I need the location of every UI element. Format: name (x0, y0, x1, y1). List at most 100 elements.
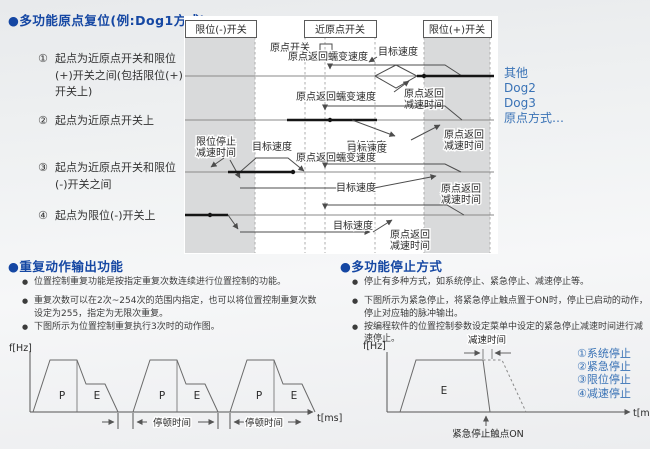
repeat-bullet: ● 重复次数可以在2次~254次的范围内指定，也可以将位置控制重复次数 (22, 295, 342, 307)
bullet-icon: ● (22, 297, 29, 305)
stop-bullet: ● 停止有多种方式，如系统停止、紧急停止、减速停止等。 (352, 276, 648, 288)
origin-switch-label: 原点开关 (270, 41, 310, 54)
creep-speed-label: 原点返回蠕变速度 (288, 50, 368, 63)
bullet-text: 停止有多种方式，如系统停止、紧急停止、减速停止等。 (364, 277, 590, 287)
p-segment-label: P (59, 390, 65, 402)
creep-speed-label: 原点返回蠕变速度 (296, 151, 376, 164)
target-speed-label: 目标速度 (336, 181, 376, 194)
case-line: 起点为近原点开关和限位 (55, 52, 176, 65)
origin-case-4: ④ 起点为限位(-)开关上 (38, 208, 156, 225)
stop-types-list: ①系统停止 ②紧急停止 ③限位停止 ④减速停止 (577, 347, 631, 400)
e-segment-label: E (441, 385, 448, 397)
return-decel-label: 减速时间 (404, 98, 444, 111)
stop-chart: f[Hz] t[ms] E 减速时间 紧急停止触点ON (363, 333, 650, 441)
origin-case-2: ② 起点为近原点开关上 (38, 113, 154, 130)
bullet-icon (352, 308, 364, 320)
bullet-text: 下图所示为紧急停止，将紧急停止触点置于ON时，停止已启动的动作， (364, 296, 648, 306)
other-method-item: 其他 (504, 66, 529, 80)
case1-profile: 原点开关 原点返回蠕变速度 目标速度 原点返回 减速时间 (269, 40, 494, 113)
bullet-text: 设定为255，指定为无限次重复。 (34, 309, 169, 319)
x-axis-label: t[ms] (633, 408, 650, 419)
bullet-icon: ● (22, 278, 29, 286)
return-decel-label: 原点返回 (441, 183, 481, 195)
case-number: ① (38, 52, 48, 65)
stop-bullet: ● 按编程软件的位置控制参数设定菜单中设定的紧急停止减速时间进行减速停止。 (352, 321, 648, 345)
near-origin-switch-label: 近原点开关 (315, 23, 365, 36)
repeat-bullet: ● 下图所示为位置控制重复执行3次时的动作图。 (22, 321, 342, 333)
e-segment-label: E (194, 390, 201, 402)
y-axis-label: f[Hz] (9, 343, 32, 354)
bullet-text: 按编程软件的位置控制参数设定菜单中设定的紧急停止减速时间进行减速停止。 (364, 322, 644, 344)
switch-header-boxes: 限位(-)开关 近原点开关 限位(+)开关 (185, 20, 492, 38)
case-line: 起点为近原点开关和限位 (55, 161, 176, 174)
other-method-item: Dog2 (504, 81, 536, 95)
pulse-trapezoids (32, 359, 316, 413)
bullet-text: 重复次数可以在2次~254次的范围内指定，也可以将位置控制重复次数 (34, 296, 317, 306)
repeat-section-title: ●重复动作输出功能 (8, 259, 124, 274)
creep-speed-label: 原点返回蠕变速度 (296, 90, 376, 103)
bullet-text: 下图所示为位置控制重复执行3次时的动作图。 (34, 322, 220, 332)
repeat-chart: f[Hz] t[ms] P E P E P E (9, 343, 342, 431)
decel-time-annotation (464, 349, 511, 359)
return-decel-label: 原点返回 (404, 88, 444, 100)
case-line: 起点为限位(-)开关上 (55, 209, 156, 222)
case-line: (+)开关之间(包括限位(+) (55, 68, 183, 82)
origin-case-1: ① 起点为近原点开关和限位 (+)开关之间(包括限位(+) 开关上) (38, 51, 183, 101)
target-speed-label: 目标速度 (333, 219, 373, 232)
return-decel-label: 原点返回 (390, 229, 430, 241)
case3-profile: 限位停止 减速时间 目标速度 目标速度 原点返回蠕变速度 目标速度 原点返回 减… (195, 134, 483, 208)
e-segment-label: E (94, 390, 101, 402)
stop-type-item: ④减速停止 (577, 386, 631, 400)
limit-minus-band (185, 37, 255, 253)
limit-stop-label: 减速时间 (196, 146, 236, 159)
bullet-icon: ● (352, 278, 359, 286)
return-decel-label: 原点返回 (444, 129, 484, 141)
stop-section-title: ●多功能停止方式 (340, 259, 443, 274)
pause-annotations (102, 413, 302, 429)
bullet-text: 停止对应轴的脉冲输出。 (364, 309, 464, 319)
repeat-bullet: ● 位置控制重复功能是按指定重复次数连续进行位置控制的功能。 (22, 276, 342, 288)
stop-bullet: 停止对应轴的脉冲输出。 (352, 308, 648, 320)
other-method-item: Dog3 (504, 96, 536, 110)
other-methods-list: 其他 Dog2 Dog3 原点方式… (504, 66, 564, 126)
pause-time-label: 停顿时间 (245, 417, 283, 429)
target-speed-label: 目标速度 (252, 140, 292, 153)
stop-type-item: ②紧急停止 (577, 360, 631, 374)
planned-decel-dotted (483, 359, 527, 413)
bottom-charts: f[Hz] t[ms] P E P E P E (9, 333, 650, 441)
pause-time-label: 停顿时间 (153, 417, 191, 429)
limit-plus-switch-label: 限位(+)开关 (429, 23, 485, 36)
x-axis-label: t[ms] (317, 413, 342, 424)
limit-minus-switch-label: 限位(-)开关 (195, 23, 246, 36)
emergency-trigger-label: 紧急停止触点ON (452, 428, 524, 440)
stop-bullet: ● 下图所示为紧急停止，将紧急停止触点置于ON时，停止已启动的动作， (352, 295, 648, 307)
stop-type-item: ③限位停止 (577, 373, 631, 387)
repeat-bullet: 设定为255，指定为无限次重复。 (22, 308, 342, 320)
speed-profile (399, 359, 491, 413)
return-decel-label: 减速时间 (441, 193, 481, 206)
decel-time-label: 减速时间 (468, 334, 506, 346)
y-axis-label: f[Hz] (363, 341, 386, 352)
target-speed-label: 目标速度 (378, 45, 418, 58)
bullet-icon: ● (22, 323, 29, 331)
e-segment-label: E (291, 390, 298, 402)
bullet-icon: ● (352, 297, 359, 305)
case-line: 开关上) (55, 85, 93, 98)
bullet-text: 位置控制重复功能是按指定重复次数连续进行位置控制的功能。 (34, 277, 287, 287)
origin-section-title: ●多功能原点复位(例:Dog1方式) (8, 13, 206, 28)
other-method-item: 原点方式… (504, 111, 565, 125)
stop-type-item: ①系统停止 (577, 347, 631, 360)
case-number: ④ (38, 209, 48, 222)
bullet-icon (22, 308, 34, 320)
case4-profile: 目标速度 原点返回 减速时间 (185, 203, 465, 254)
target-speed-label: 目标速度 (346, 139, 386, 152)
origin-case-3: ③ 起点为近原点开关和限位 (-)开关之间 (38, 160, 176, 193)
p-segment-label: P (256, 390, 262, 402)
origin-timing-diagram: 限位(-)开关 近原点开关 限位(+)开关 原点开关 原点返回蠕变速度 目标速度… (184, 16, 498, 254)
case2-profile: 原点返回蠕变速度 目标速度 原点返回 减速时间 (287, 89, 486, 154)
bullet-icon: ● (352, 323, 359, 331)
case-line: 起点为近原点开关上 (55, 114, 154, 127)
limit-stop-label: 限位停止 (196, 135, 236, 148)
region-dashed-lines (254, 37, 491, 253)
